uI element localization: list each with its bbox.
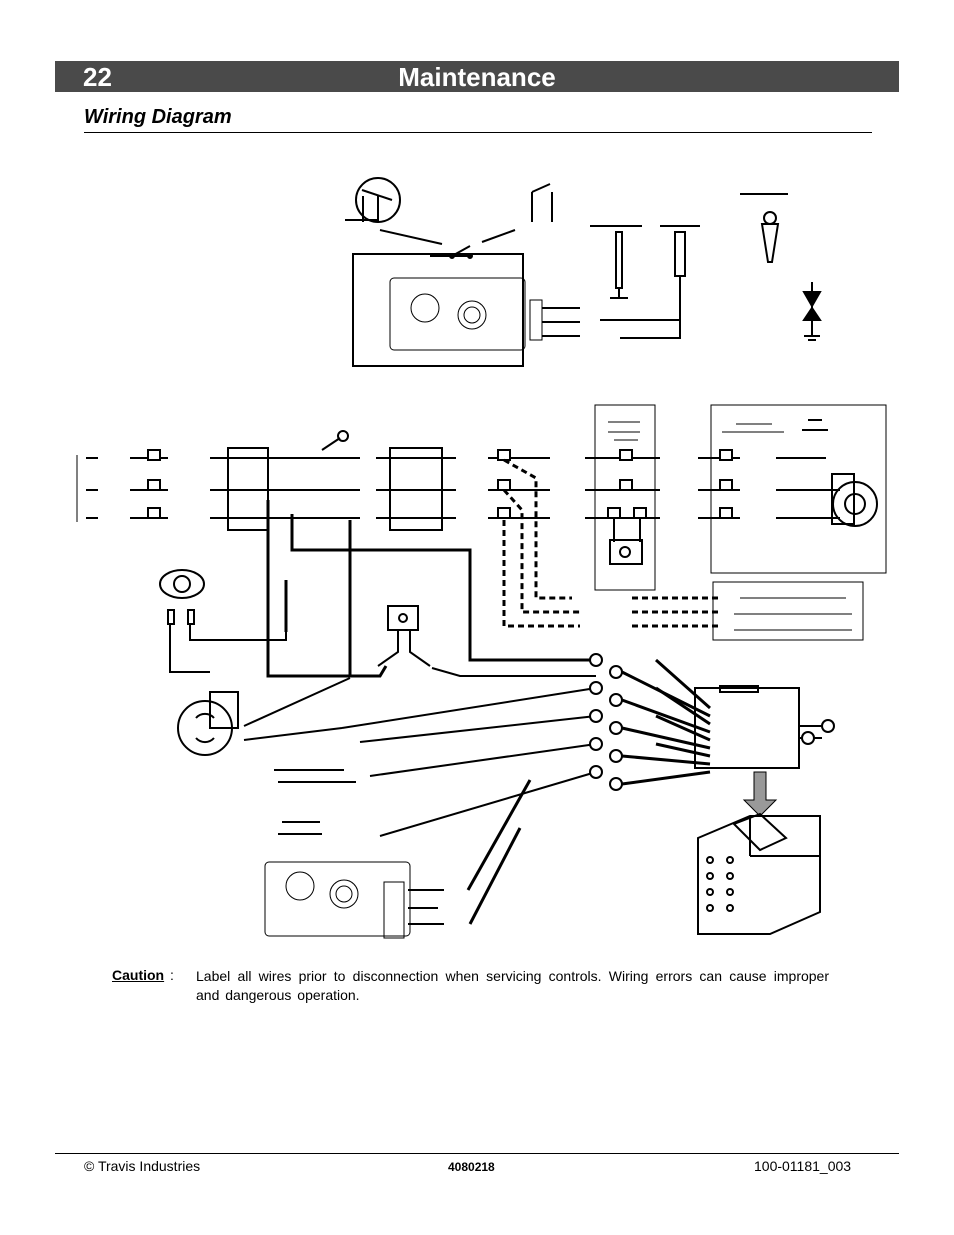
junction-module-2 (376, 447, 456, 531)
footer-rule (55, 1153, 899, 1154)
subsection-rule (84, 132, 872, 133)
switch-module-box (594, 404, 656, 591)
thermocouple-icon (590, 225, 642, 299)
harness-connector-pins (589, 653, 623, 791)
subsection-title: Wiring Diagram (84, 106, 232, 128)
convection-fan-icon (177, 677, 597, 756)
gas-valve-bottom-icon (264, 779, 532, 939)
dimmer-note-box (712, 581, 864, 641)
wiring-diagram (76, 177, 887, 939)
wall-switch-icon (345, 177, 401, 223)
harness-loose-leads (274, 743, 597, 837)
selector-switch-icon (379, 229, 516, 259)
thermopile-icon (600, 225, 700, 339)
footer-center-code: 4080218 (448, 1160, 495, 1174)
power-input-lines (76, 455, 98, 522)
wire-nut-row-4 (698, 449, 840, 519)
gas-valve-box (352, 253, 524, 367)
section-title-maintenance: Maintenance (398, 62, 556, 92)
section-number: 22 (83, 62, 112, 92)
wire-nut-row-2 (488, 449, 550, 519)
footer-part-number: 100-01181_003 (754, 1158, 852, 1174)
main-wire-bundle (266, 500, 596, 678)
wire-nut-row-1 (130, 449, 168, 519)
remote-switch-icon (531, 183, 553, 222)
connector-plug-3d-icon (697, 812, 821, 935)
footer-copyright: © Travis Industries (84, 1158, 201, 1174)
fan-thermostat-icon (377, 605, 596, 677)
section-header-bar: 22 Maintenance (55, 61, 899, 92)
igniter-icon (740, 193, 822, 341)
caution-text: Label all wires prior to disconnection w… (196, 968, 829, 1003)
gas-valve-icon (389, 277, 580, 351)
caution-colon: : (170, 967, 174, 983)
junction-module-1 (210, 430, 360, 531)
wire-nut-row-3 (585, 449, 660, 565)
harness-plug-icon (694, 685, 835, 769)
dashed-wires (502, 458, 720, 628)
blower-motor-icon (831, 473, 878, 527)
arrow-down-icon (742, 771, 778, 817)
harness-fan-in (621, 658, 711, 786)
caution-label: Caution (112, 967, 165, 983)
